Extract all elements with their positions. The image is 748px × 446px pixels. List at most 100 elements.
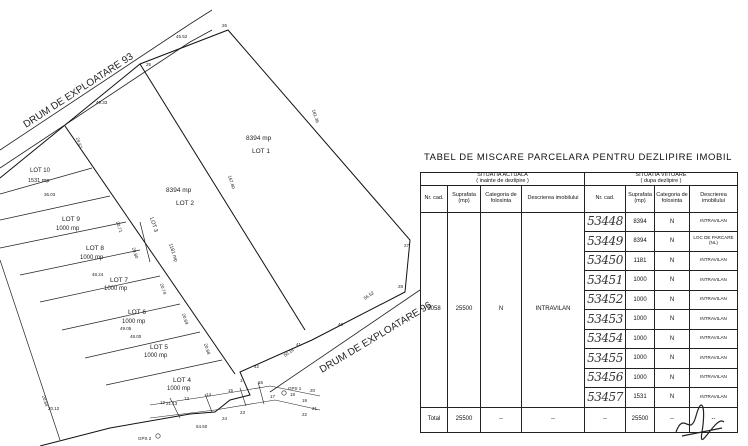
dimension-label: 167.80 xyxy=(227,175,236,190)
point-number: 15 xyxy=(228,388,234,393)
col-categoria: Categoria de folosinta xyxy=(480,184,522,213)
table-row: 53454 1000 N INTRAVILAN xyxy=(421,328,738,350)
dimension-label: 181.36 xyxy=(311,109,320,124)
road-bottom xyxy=(149,381,321,419)
table-row: 53453 1000 N INTRAVILAN xyxy=(421,309,738,330)
dimension-label: 20.69 xyxy=(181,313,189,326)
lot-7-area: 1000 mp xyxy=(104,286,128,292)
future-suprafata: 8394 xyxy=(625,231,655,252)
lot-3-area: 1181 mp xyxy=(167,243,179,263)
table-header-row: SITUATIA ACTUALA ( inainte de dezlipire … xyxy=(420,172,738,186)
lot-8-name: LOT 8 xyxy=(86,245,104,252)
future-descrierea: INTRAVILAN xyxy=(689,211,738,233)
lot-dividers xyxy=(0,167,223,441)
future-nr-cad: 53451 xyxy=(584,270,626,291)
point-numbers: 25 26 27 28 40 41 42 1 12 13 14 15 16 17… xyxy=(146,23,410,421)
gps-1-marker xyxy=(281,390,287,396)
future-descrierea: INTRAVILAN xyxy=(689,270,738,291)
future-nr-cad: 53456 xyxy=(584,367,626,389)
point-number: 1 xyxy=(240,378,243,383)
future-descrierea: INTRAVILAN xyxy=(689,250,738,272)
lot-2-area: 8394 mp xyxy=(166,187,192,194)
dimension-label: 20.64 xyxy=(41,395,49,408)
lot-5-name: LOT 5 xyxy=(150,344,168,351)
actual-suprafata: 25500 xyxy=(447,211,481,408)
future-nr-cad: 53452 xyxy=(584,289,626,311)
lot-2-name: LOT 2 xyxy=(176,200,194,207)
future-nr-cad: 53457 xyxy=(584,387,626,408)
future-suprafata: 1000 xyxy=(625,309,655,330)
gps-2-label: GPS 2 xyxy=(138,436,152,441)
future-descrierea: INTRAVILAN xyxy=(689,309,738,330)
future-suprafata: 1000 xyxy=(625,289,655,311)
table-row: 3058 25500 N INTRAVILAN 53448 8394 N INT… xyxy=(420,211,738,408)
future-suprafata: 8394 xyxy=(625,211,655,233)
actual-header-text: SITUATIA ACTUALA xyxy=(477,172,528,178)
point-number: 27 xyxy=(404,243,410,248)
col-categoria-future: Categoria de folosinta xyxy=(654,184,690,213)
dimension-label: 20.12 xyxy=(48,406,60,411)
total-dash: -- xyxy=(584,406,626,433)
future-descrierea: INTRAVILAN xyxy=(689,367,738,389)
lot-6-name: LOT 6 xyxy=(128,309,146,316)
lot-5-area: 1000 mp xyxy=(144,353,168,359)
point-number: 20 xyxy=(310,388,316,393)
point-number: 13 xyxy=(184,396,190,401)
dimension-label: 50.19 xyxy=(283,347,295,358)
future-suprafata: 1000 xyxy=(625,328,655,350)
future-categoria: N xyxy=(654,270,690,291)
col-descrierea: Descrierea imobilului xyxy=(521,184,585,213)
future-nr-cad: 53449 xyxy=(584,231,626,252)
property-boundary xyxy=(0,29,411,446)
table-row: 53451 1000 N INTRAVILAN xyxy=(421,270,738,291)
dimension-label: 49.33 xyxy=(96,100,108,105)
future-header-text: SITUATIA VIITOARE xyxy=(635,172,687,178)
road-96 xyxy=(269,289,421,393)
lot-4-name: LOT 4 xyxy=(173,377,191,384)
actual-nr-cad: 3058 xyxy=(420,211,448,408)
point-number: 41 xyxy=(296,342,302,347)
future-situation-header: SITUATIA VIITOARE ( dupa dezlipire ) xyxy=(584,172,738,186)
actual-descrierea: INTRAVILAN xyxy=(521,211,585,408)
col-nr-cad-future: Nr. cad. xyxy=(584,184,626,213)
col-suprafata-future: Suprafata (mp) xyxy=(625,184,655,213)
future-suprafata: 1181 xyxy=(625,250,655,272)
total-actual: 25500 xyxy=(447,406,481,433)
future-suprafata: 1000 xyxy=(625,367,655,389)
total-future: 25500 xyxy=(625,406,655,433)
lot-6-area: 1000 mp xyxy=(122,319,146,325)
point-number: 16 xyxy=(258,380,264,385)
point-number: 40 xyxy=(338,322,344,327)
lot-4-area: 1000 mp xyxy=(167,386,191,392)
road-93 xyxy=(0,9,213,169)
gps-markers: GPS 1 GPS 2 xyxy=(138,386,302,441)
dimension-label: 49.05 xyxy=(120,326,132,331)
dimension-label: 20.80 xyxy=(131,247,139,260)
lot-1-name: LOT 1 xyxy=(252,148,270,155)
future-categoria: N xyxy=(654,348,690,369)
total-label: Total xyxy=(420,406,448,433)
parcel-movement-table: SITUATIA ACTUALA ( inainte de dezlipire … xyxy=(420,172,738,433)
future-nr-cad: 53448 xyxy=(584,211,626,233)
dimension-label: 48.00 xyxy=(130,334,142,339)
actual-categoria: N xyxy=(480,211,522,408)
col-descrierea-future: Descrierea imobilului xyxy=(689,184,738,213)
future-nr-cad: 53454 xyxy=(584,328,626,350)
dimension-label: 45.52 xyxy=(176,34,188,39)
point-number: 21 xyxy=(312,406,318,411)
future-sub-text: ( dupa dezlipire ) xyxy=(640,177,682,184)
signature-scribble xyxy=(675,404,725,441)
future-categoria: N xyxy=(654,250,690,272)
future-categoria: N xyxy=(654,367,690,389)
dimension-label: 36.03 xyxy=(44,192,56,197)
dimension-labels: 45.52 181.36 167.80 56.52 50.19 49.33 24… xyxy=(41,34,375,429)
lot-10-name: LOT 10 xyxy=(30,168,51,174)
lot-10-area: 1531 mp xyxy=(28,178,49,184)
dimension-label: 20.71 xyxy=(115,221,123,234)
future-suprafata: 1000 xyxy=(625,348,655,369)
point-number: 22 xyxy=(302,412,308,417)
future-suprafata: 1000 xyxy=(625,270,655,291)
future-descrierea: INTRAVILAN xyxy=(689,328,738,350)
table-column-header-row: Nr. cad. Suprafata (mp) Categoria de fol… xyxy=(420,184,738,213)
